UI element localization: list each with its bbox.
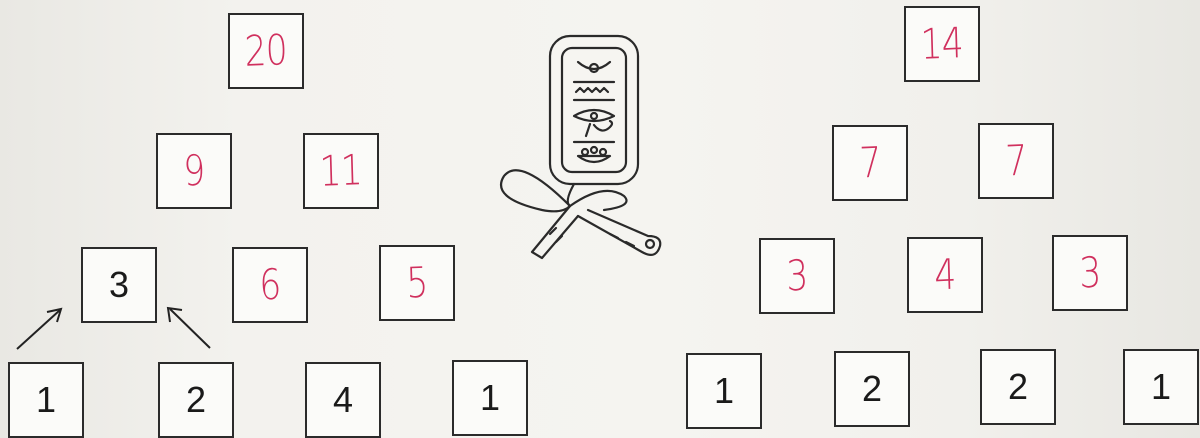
cartouche-ankh-icon — [490, 28, 680, 258]
right-cell-r2-1[interactable]: 7 — [832, 125, 908, 201]
right-cell-r3-1[interactable]: 3 — [759, 238, 835, 314]
right-cell-r2-2[interactable]: 7 — [978, 123, 1054, 199]
right-cell-r3-2[interactable]: 4 — [907, 237, 983, 313]
right-cell-r1-1[interactable]: 14 — [904, 6, 980, 82]
right-cell-r4-3[interactable]: 2 — [980, 349, 1056, 425]
right-cell-r4-1[interactable]: 1 — [686, 353, 762, 429]
right-cell-r4-4[interactable]: 1 — [1123, 349, 1199, 425]
right-cell-r4-2[interactable]: 2 — [834, 351, 910, 427]
right-cell-r3-3[interactable]: 3 — [1052, 235, 1128, 311]
